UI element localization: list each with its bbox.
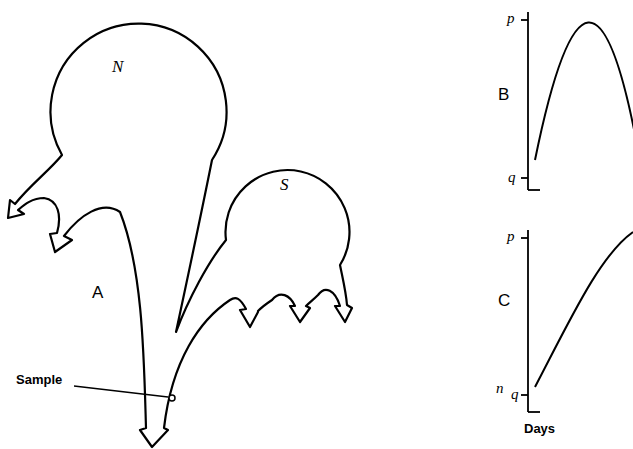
leader-line xyxy=(74,386,168,397)
axis-tick-label: p xyxy=(507,11,515,26)
sample-point xyxy=(169,395,175,401)
panel-label: C xyxy=(498,292,510,309)
axis-title: Days xyxy=(524,422,555,435)
axis-tick-label: q xyxy=(508,170,516,185)
graph-c-curve xyxy=(535,232,633,387)
region-label: S xyxy=(280,176,289,193)
panel-label: B xyxy=(498,86,509,103)
axis-tick-label: p xyxy=(507,229,515,244)
axis-tick-label: n xyxy=(496,381,504,396)
vessel-outline xyxy=(8,24,352,447)
graph-b-axes xyxy=(521,12,540,190)
panel-label: A xyxy=(92,284,103,301)
callout-label: Sample xyxy=(16,373,62,386)
region-label: N xyxy=(112,58,123,75)
axis-tick-label: q xyxy=(511,387,519,402)
graph-b-curve xyxy=(535,22,633,160)
